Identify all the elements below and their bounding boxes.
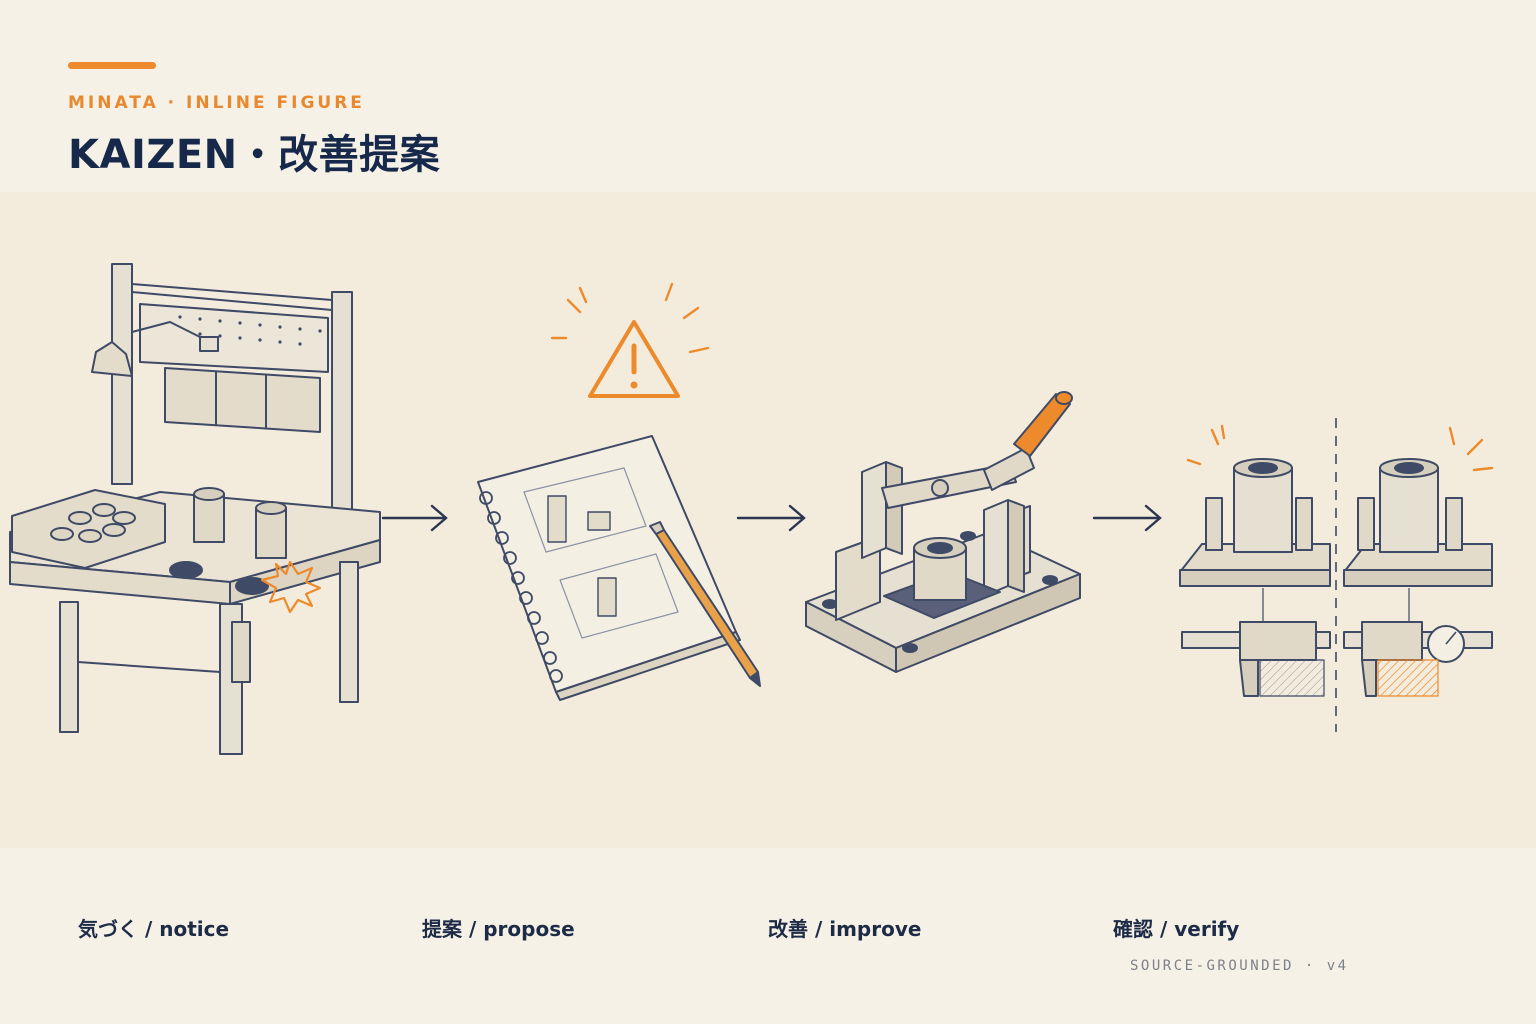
arrow-2-icon — [736, 504, 806, 532]
step-label-propose: 提案 / propose — [422, 917, 575, 941]
toggle-clamp-jig-icon — [805, 447, 1081, 673]
step-label-verify: 確認 / verify — [1113, 917, 1240, 941]
figure-panel — [0, 192, 1536, 848]
eyebrow-label: MINATA · INLINE FIGURE — [68, 93, 365, 113]
pencil-icon — [649, 521, 761, 687]
clamp-handle-icon — [1013, 391, 1073, 457]
kaizen-figure — [9, 263, 1494, 755]
page-title: KAIZEN・改善提案 — [68, 132, 441, 178]
step-label-notice: 気づく / notice — [78, 917, 230, 941]
footer-tag: SOURCE-GROUNDED · v4 — [1130, 958, 1349, 974]
warning-icon — [550, 282, 710, 398]
caliper-comparison-icon — [1179, 418, 1493, 732]
step-label-improve: 改善 / improve — [768, 917, 922, 941]
arrow-3-icon — [1092, 504, 1162, 532]
accent-bar — [68, 62, 156, 69]
verify-glow-icon — [1186, 424, 1494, 472]
notebook-icon — [477, 435, 741, 701]
arrow-1-icon — [381, 504, 448, 532]
notice-spark-icon — [260, 560, 322, 614]
workbench-icon — [9, 263, 381, 755]
